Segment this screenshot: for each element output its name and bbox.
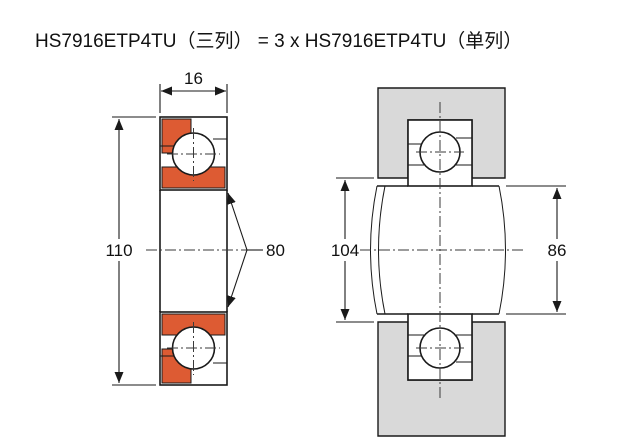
dim-bore: 80: [227, 192, 285, 308]
right-view-mounted-bearing: 104 86: [331, 87, 567, 437]
bearing-face-lines: [159, 190, 228, 312]
ball-centerlines: [167, 128, 220, 375]
raceway-lines: [160, 138, 227, 364]
left-view-single-bearing: 16 110 80: [105, 69, 285, 386]
dim-housing-shoulder: 104: [331, 177, 374, 323]
shaft-break-line: [378, 185, 386, 315]
dim-width: 16: [159, 69, 228, 113]
dim-label-outer-diameter: 110: [105, 241, 132, 260]
shaft-break-line: [370, 185, 378, 315]
dim-line: [227, 249, 248, 308]
ball-centerlines: [416, 151, 464, 349]
dim-outer-diameter: 110: [105, 116, 156, 386]
dim-line: [227, 192, 248, 251]
dim-label-housing-shoulder: 104: [331, 241, 359, 260]
diagram-title: HS7916ETP4TU（三列） = 3 x HS7916ETP4TU（单列）: [35, 30, 522, 52]
dim-label-bore: 80: [266, 241, 285, 260]
dim-shaft-shoulder: 86: [506, 185, 567, 315]
shaft-break-line: [498, 185, 506, 315]
dim-label-shaft-shoulder: 86: [548, 241, 567, 260]
dim-label-width: 16: [184, 69, 203, 88]
